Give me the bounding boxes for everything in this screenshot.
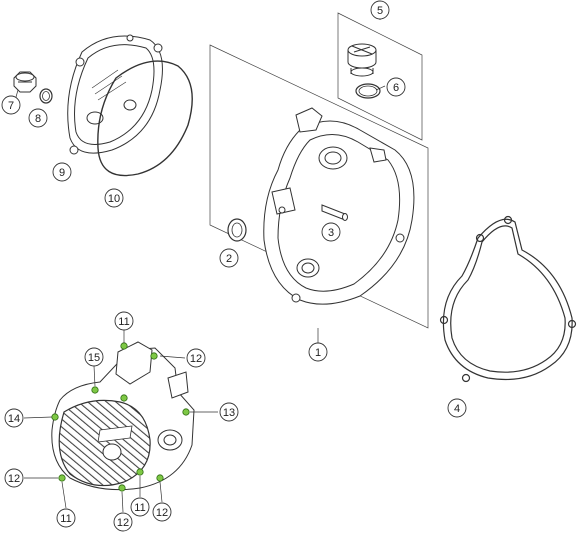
part-5-filler-plug [348,44,376,76]
callouts: 5 6 7 8 9 10 3 2 1 4 11 12 15 14 13 12 1… [1,0,467,532]
svg-text:12: 12 [117,517,129,529]
callout-7: 7 [1,95,21,115]
svg-text:11: 11 [134,502,145,514]
callout-12-bottom: 12 [113,512,133,532]
svg-text:11: 11 [118,316,129,328]
callout-3: 3 [321,222,341,242]
callout-12-top: 12 [186,348,206,368]
callout-1: 1 [308,342,328,362]
svg-text:12: 12 [156,507,168,519]
callout-11-left: 11 [56,508,76,528]
callout-6: 6 [386,77,406,97]
svg-text:3: 3 [328,227,334,239]
part-9-outer-cover [68,35,163,154]
part-4-cover-gasket [441,217,576,382]
callout-5: 5 [370,0,390,20]
callout-15: 15 [84,347,104,367]
svg-text:11: 11 [60,513,71,525]
callout-10: 10 [104,188,124,208]
part-3-dowel-pin [322,205,348,221]
svg-text:1: 1 [315,347,321,359]
part-10-gasket-ring [97,60,193,177]
highlighted-bolts [51,342,190,492]
callout-2: 2 [219,248,239,268]
callout-12-right: 12 [152,502,172,522]
svg-text:2: 2 [226,253,232,265]
svg-text:10: 10 [108,193,120,205]
svg-text:14: 14 [8,413,20,425]
svg-text:8: 8 [35,113,41,125]
part-1-clutch-cover [264,108,414,304]
callout-11-top: 11 [114,311,134,331]
grill-plate [59,400,150,485]
svg-text:4: 4 [454,403,460,415]
part-5-6-panel [337,12,423,141]
callout-8: 8 [28,108,48,128]
callout-12-left: 12 [4,468,24,488]
part-2-shaft-seal [228,219,246,241]
callout-11-bottom: 11 [130,497,150,517]
svg-text:6: 6 [393,82,399,94]
svg-text:9: 9 [59,167,65,179]
svg-text:12: 12 [8,473,20,485]
callout-9: 9 [52,162,72,182]
svg-text:5: 5 [377,5,383,17]
part-8-seal-ring [40,89,52,103]
svg-text:15: 15 [88,352,100,364]
callout-14: 14 [4,408,24,428]
callout-4: 4 [447,398,467,418]
svg-text:7: 7 [8,100,14,112]
part-7-plug [14,72,36,92]
part-6-o-ring [356,84,380,98]
part-1-panel [209,44,429,329]
svg-text:12: 12 [190,353,202,365]
callout-13: 13 [219,402,239,422]
svg-text:13: 13 [223,407,235,419]
